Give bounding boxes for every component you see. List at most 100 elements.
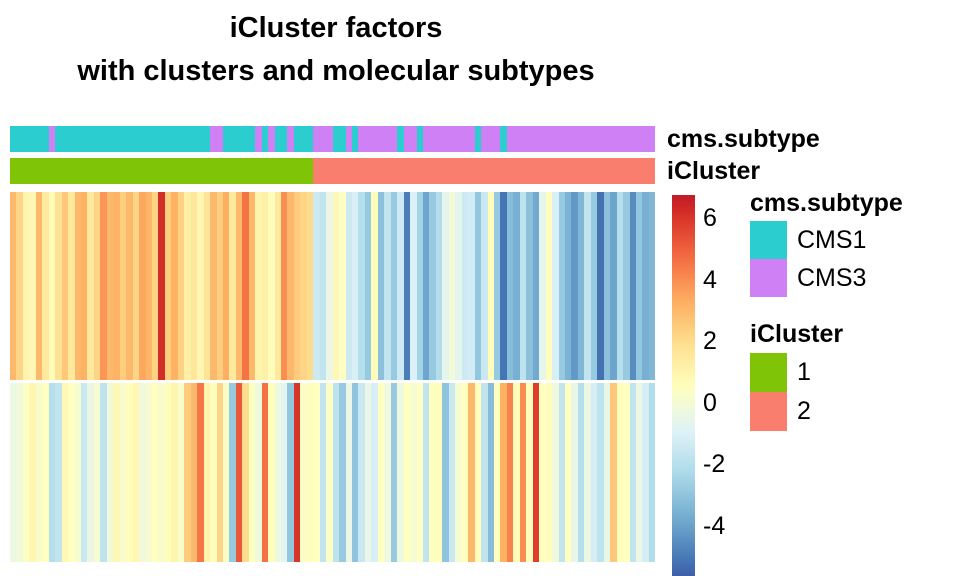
cms-subtype-annotation-cell: [410, 126, 417, 152]
heatmap-cell-factor1: [10, 192, 17, 380]
heatmap-cell-factor1: [93, 192, 101, 380]
heatmap-cell-factor2: [461, 383, 469, 562]
icluster-annotation-cell: [532, 158, 540, 184]
heatmap-cell-factor1: [42, 192, 49, 380]
icluster-annotation-cell: [377, 158, 385, 184]
heatmap-cell-factor2: [158, 383, 165, 562]
heatmap-cell-factor1: [293, 192, 301, 380]
icluster-annotation-cell: [423, 158, 430, 184]
heatmap-cell-factor2: [635, 383, 643, 562]
heatmap-cell-factor1: [410, 192, 417, 380]
heatmap-cell-factor1: [423, 192, 430, 380]
icluster-annotation-cell: [448, 158, 456, 184]
legend-cms1-label: CMS1: [797, 226, 867, 254]
heatmap-cell-factor1: [177, 192, 185, 380]
icluster-annotation-cell: [203, 158, 211, 184]
cms-subtype-annotation-cell: [145, 126, 152, 152]
cms-subtype-annotation-cell: [74, 126, 81, 152]
cms-subtype-annotation-cell: [332, 126, 340, 152]
heatmap-cell-factor1: [455, 192, 462, 380]
heatmap-cell-factor2: [313, 383, 320, 562]
heatmap-cell-factor1: [326, 192, 333, 380]
icluster-annotation-cell: [139, 158, 146, 184]
cms-subtype-annotation-cell: [416, 126, 423, 152]
heatmap-cell-factor2: [16, 383, 23, 562]
icluster-annotation-cell: [42, 158, 49, 184]
icluster-annotation-cell: [74, 158, 81, 184]
heatmap-cell-factor2: [287, 383, 294, 562]
heatmap-cell-factor1: [113, 192, 120, 380]
heatmap-cell-factor1: [235, 192, 243, 380]
heatmap-cell-factor2: [210, 383, 217, 562]
cms-subtype-annotation-cell: [623, 126, 630, 152]
heatmap-cell-factor2: [519, 383, 527, 562]
cms-subtype-annotation-cell: [564, 126, 572, 152]
cms-subtype-annotation-cell: [151, 126, 159, 152]
heatmap-cell-factor2: [397, 383, 404, 562]
heatmap-cell-factor2: [248, 383, 256, 562]
heatmap-cell-factor2: [339, 383, 346, 562]
heatmap-cell-factor2: [300, 383, 307, 562]
heatmap-cell-factor1: [506, 192, 514, 380]
legend-icluster-title: iCluster: [750, 320, 844, 348]
heatmap-cell-factor1: [126, 192, 133, 380]
cms-subtype-annotation-cell: [10, 126, 17, 152]
icluster-annotation-cell: [29, 158, 36, 184]
icluster-annotation-cell: [610, 158, 617, 184]
heatmap-cell-factor2: [242, 383, 249, 562]
heatmap-cell-factor1: [635, 192, 643, 380]
heatmap-cell-factor1: [313, 192, 320, 380]
heatmap-cell-factor2: [197, 383, 204, 562]
heatmap-cell-factor2: [642, 383, 649, 562]
cms-subtype-annotation-cell: [474, 126, 482, 152]
icluster-annotation-cell: [216, 158, 223, 184]
colorbar-tick-label: 2: [703, 327, 717, 355]
heatmap-cell-factor1: [442, 192, 449, 380]
legend-icluster2-label: 2: [797, 397, 811, 425]
heatmap-cell-factor1: [287, 192, 294, 380]
cms-subtype-annotation-cell: [274, 126, 282, 152]
cms-subtype-annotation-cell: [500, 126, 507, 152]
cms-subtype-annotation-cell: [648, 126, 656, 152]
cms-subtype-annotation-cell: [448, 126, 456, 152]
heatmap-cell-factor2: [558, 383, 565, 562]
legend-cms3-label: CMS3: [797, 264, 867, 292]
heatmap-cell-factor1: [577, 192, 585, 380]
icluster-annotation-cell: [429, 158, 436, 184]
cms-subtype-annotation-cell: [390, 126, 398, 152]
icluster-annotation-cell: [461, 158, 469, 184]
icluster-annotation-cell: [623, 158, 630, 184]
icluster-annotation-cell: [16, 158, 23, 184]
cms-subtype-annotation-cell: [384, 126, 391, 152]
legend-cms3-swatch: [750, 259, 787, 297]
heatmap-cell-factor1: [210, 192, 217, 380]
heatmap-cell-factor2: [410, 383, 417, 562]
heatmap-cell-factor1: [345, 192, 353, 380]
heatmap-cell-factor1: [377, 192, 385, 380]
icluster-annotation-cell: [435, 158, 443, 184]
cms-subtype-annotation-cell: [255, 126, 262, 152]
legend-icluster1-swatch: [750, 353, 787, 392]
cms-subtype-annotation-cell: [597, 126, 604, 152]
icluster-annotation-cell: [506, 158, 514, 184]
cms-subtype-annotation-cell: [313, 126, 320, 152]
cms-subtype-annotation-cell: [345, 126, 353, 152]
cms-subtype-annotation-cell: [306, 126, 314, 152]
icluster-annotation-cell: [281, 158, 288, 184]
cms-subtype-annotation-cell: [184, 126, 191, 152]
heatmap-cell-factor1: [493, 192, 501, 380]
legend-cms-title: cms.subtype: [750, 189, 903, 217]
cms-subtype-annotation-cell: [442, 126, 449, 152]
cms-subtype-annotation-cell: [158, 126, 165, 152]
heatmap-cell-factor1: [332, 192, 340, 380]
heatmap-cell-factor2: [326, 383, 333, 562]
icluster-annotation-cell: [642, 158, 649, 184]
heatmap-cell-factor1: [390, 192, 398, 380]
cms-subtype-annotation-cell: [435, 126, 443, 152]
icluster-annotation-cell: [87, 158, 94, 184]
heatmap-cell-factor1: [22, 192, 30, 380]
heatmap-cell-factor2: [132, 383, 140, 562]
heatmap-cell-factor2: [390, 383, 398, 562]
heatmap-cell-factor1: [48, 192, 56, 380]
heatmap-cell-factor1: [603, 192, 611, 380]
